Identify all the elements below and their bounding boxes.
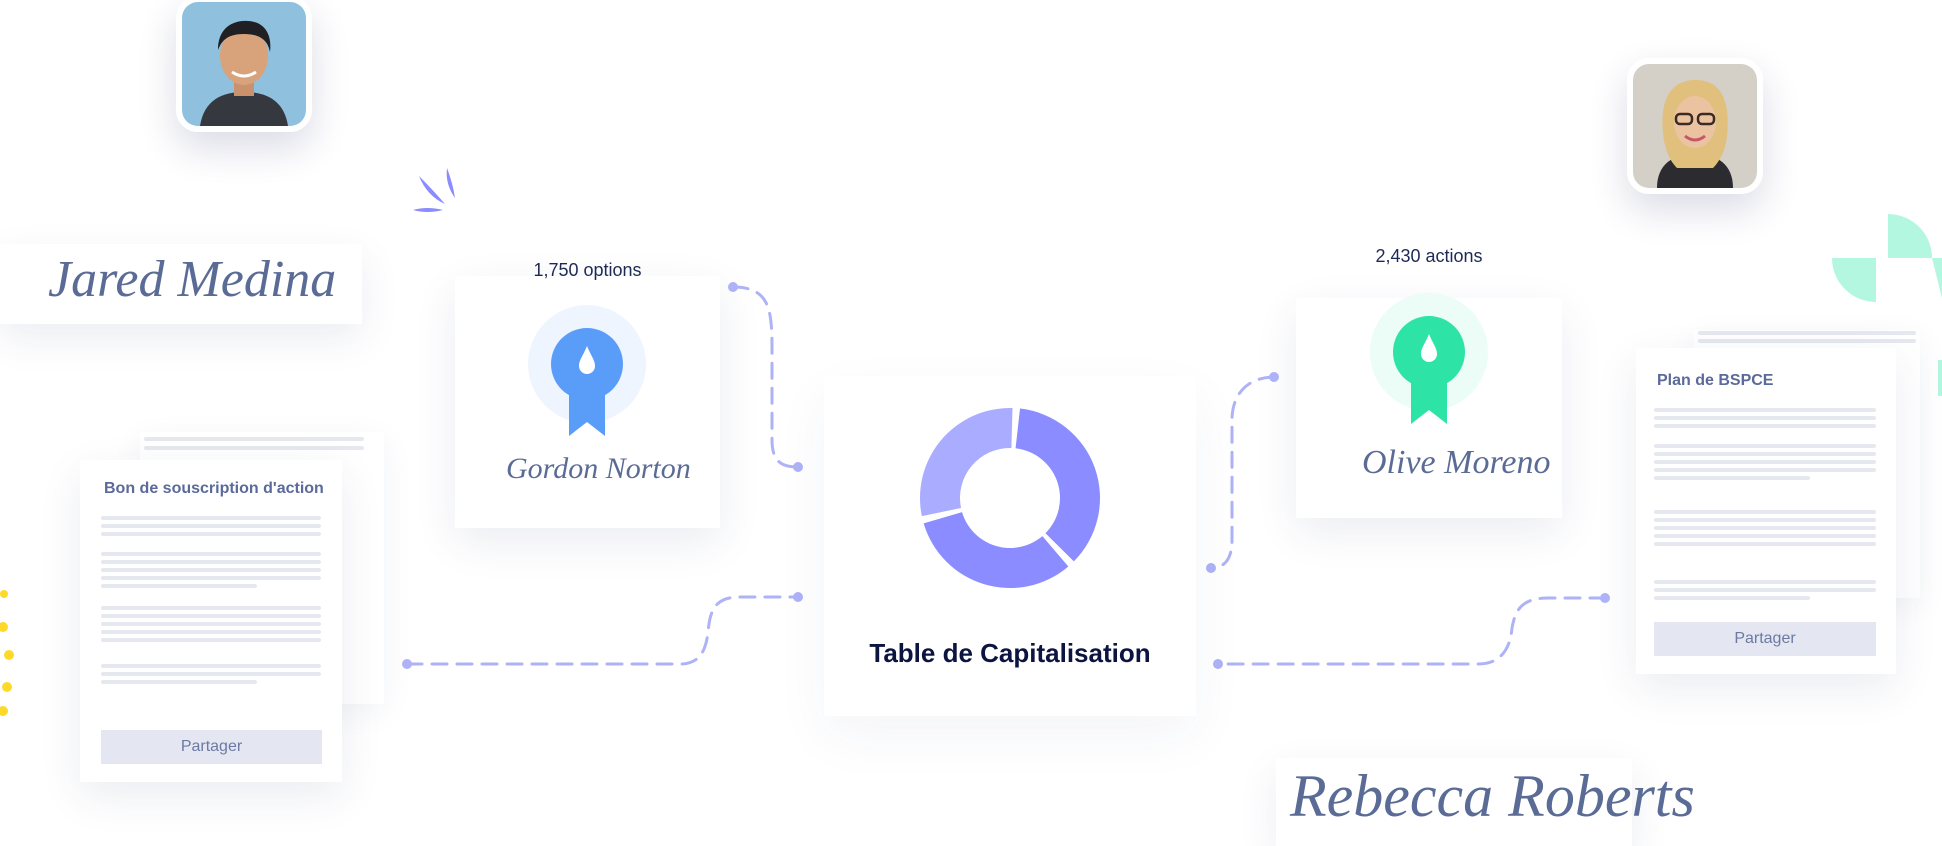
- doc-line: [1698, 339, 1916, 343]
- signature-rebecca-roberts: Rebecca Roberts: [1290, 763, 1695, 829]
- connector-node: [1600, 593, 1610, 603]
- connector-options-to-table: [731, 285, 800, 469]
- award-ribbon-icon: [1370, 293, 1488, 424]
- doc-line: [101, 524, 321, 528]
- doc-line: [101, 560, 321, 564]
- donut-segment-3: [920, 408, 1013, 517]
- doc-line: [1654, 542, 1876, 546]
- signature-olive-moreno: Olive Moreno: [1362, 444, 1551, 481]
- doc-line: [1654, 518, 1876, 522]
- doc-line: [1654, 468, 1876, 472]
- actions-count: 2,430 actions: [1375, 246, 1483, 266]
- signature-jared-medina: Jared Medina: [48, 251, 337, 308]
- doc-line: [1654, 596, 1810, 600]
- doc-line: [101, 584, 257, 588]
- doc-line: [1654, 424, 1876, 428]
- doc-line: [101, 606, 321, 610]
- doc-line: [144, 437, 364, 441]
- yellow-dot: [0, 590, 8, 598]
- award-ribbon-icon: [528, 305, 646, 436]
- doc-line: [101, 552, 321, 556]
- doc-line: [101, 568, 321, 572]
- connector-node: [793, 592, 803, 602]
- donut-segment-2: [923, 512, 1069, 588]
- doc-line: [1654, 452, 1876, 456]
- doc-line: [1698, 331, 1916, 335]
- doc-line: [101, 576, 321, 580]
- connector-node: [402, 659, 412, 669]
- doc-line: [101, 638, 321, 642]
- cap-table-title: Table de Capitalisation: [869, 638, 1151, 668]
- share-button-right[interactable]: Partager: [1654, 622, 1876, 656]
- share-button-left[interactable]: Partager: [101, 730, 322, 764]
- doc-line: [101, 516, 321, 520]
- doc-line: [1654, 416, 1876, 420]
- connector-node: [1206, 563, 1216, 573]
- avatar-man-photo: [182, 2, 306, 126]
- doc-line: [101, 622, 321, 626]
- cap-table-donut-chart: [920, 408, 1100, 588]
- doc-line: [1654, 408, 1876, 412]
- doc-line: [101, 664, 321, 668]
- yellow-dot: [0, 622, 8, 632]
- doc-line: [1654, 444, 1876, 448]
- doc-line: [1654, 580, 1876, 584]
- yellow-dot: [0, 706, 8, 716]
- document-left-title: Bon de souscription d'action: [104, 480, 324, 497]
- doc-line: [144, 446, 364, 450]
- connector-node: [728, 282, 738, 292]
- doc-line: [1654, 534, 1876, 538]
- mint-shapes-icon: [1832, 214, 1942, 302]
- doc-line: [101, 630, 321, 634]
- signature-gordon-norton: Gordon Norton: [506, 452, 691, 485]
- doc-line: [101, 614, 321, 618]
- sparkle-icon: [413, 168, 455, 212]
- doc-line: [1654, 460, 1876, 464]
- connector-node: [1269, 372, 1279, 382]
- doc-line: [101, 672, 321, 676]
- doc-line: [1654, 526, 1876, 530]
- doc-line: [101, 680, 257, 684]
- document-right-title: Plan de BSPCE: [1657, 372, 1774, 389]
- signature-card-jared: Jared Medina: [0, 244, 362, 324]
- avatar-woman-photo: [1633, 64, 1757, 188]
- avatar-jared: [176, 0, 312, 132]
- connector-node: [1213, 659, 1223, 669]
- doc-line: [101, 532, 321, 536]
- connector-right-doc-to-table: [1216, 596, 1607, 666]
- donut-segment-1: [1015, 408, 1100, 562]
- signature-card-rebecca: Rebecca Roberts: [1276, 758, 1695, 846]
- doc-line: [1654, 510, 1876, 514]
- yellow-dot: [4, 650, 14, 660]
- document-left: Bon de souscription d'action Partager: [80, 460, 342, 782]
- doc-line: [1654, 476, 1810, 480]
- connector-actions-to-table: [1209, 375, 1276, 570]
- mint-accent: [1938, 360, 1942, 396]
- connector-left-doc-to-table: [405, 595, 800, 666]
- options-count: 1,750 options: [533, 260, 642, 280]
- connector-node: [793, 462, 803, 472]
- yellow-dot: [2, 682, 12, 692]
- document-right: Plan de BSPCE Partager: [1636, 348, 1896, 674]
- avatar-woman: [1627, 58, 1763, 194]
- doc-line: [1654, 588, 1876, 592]
